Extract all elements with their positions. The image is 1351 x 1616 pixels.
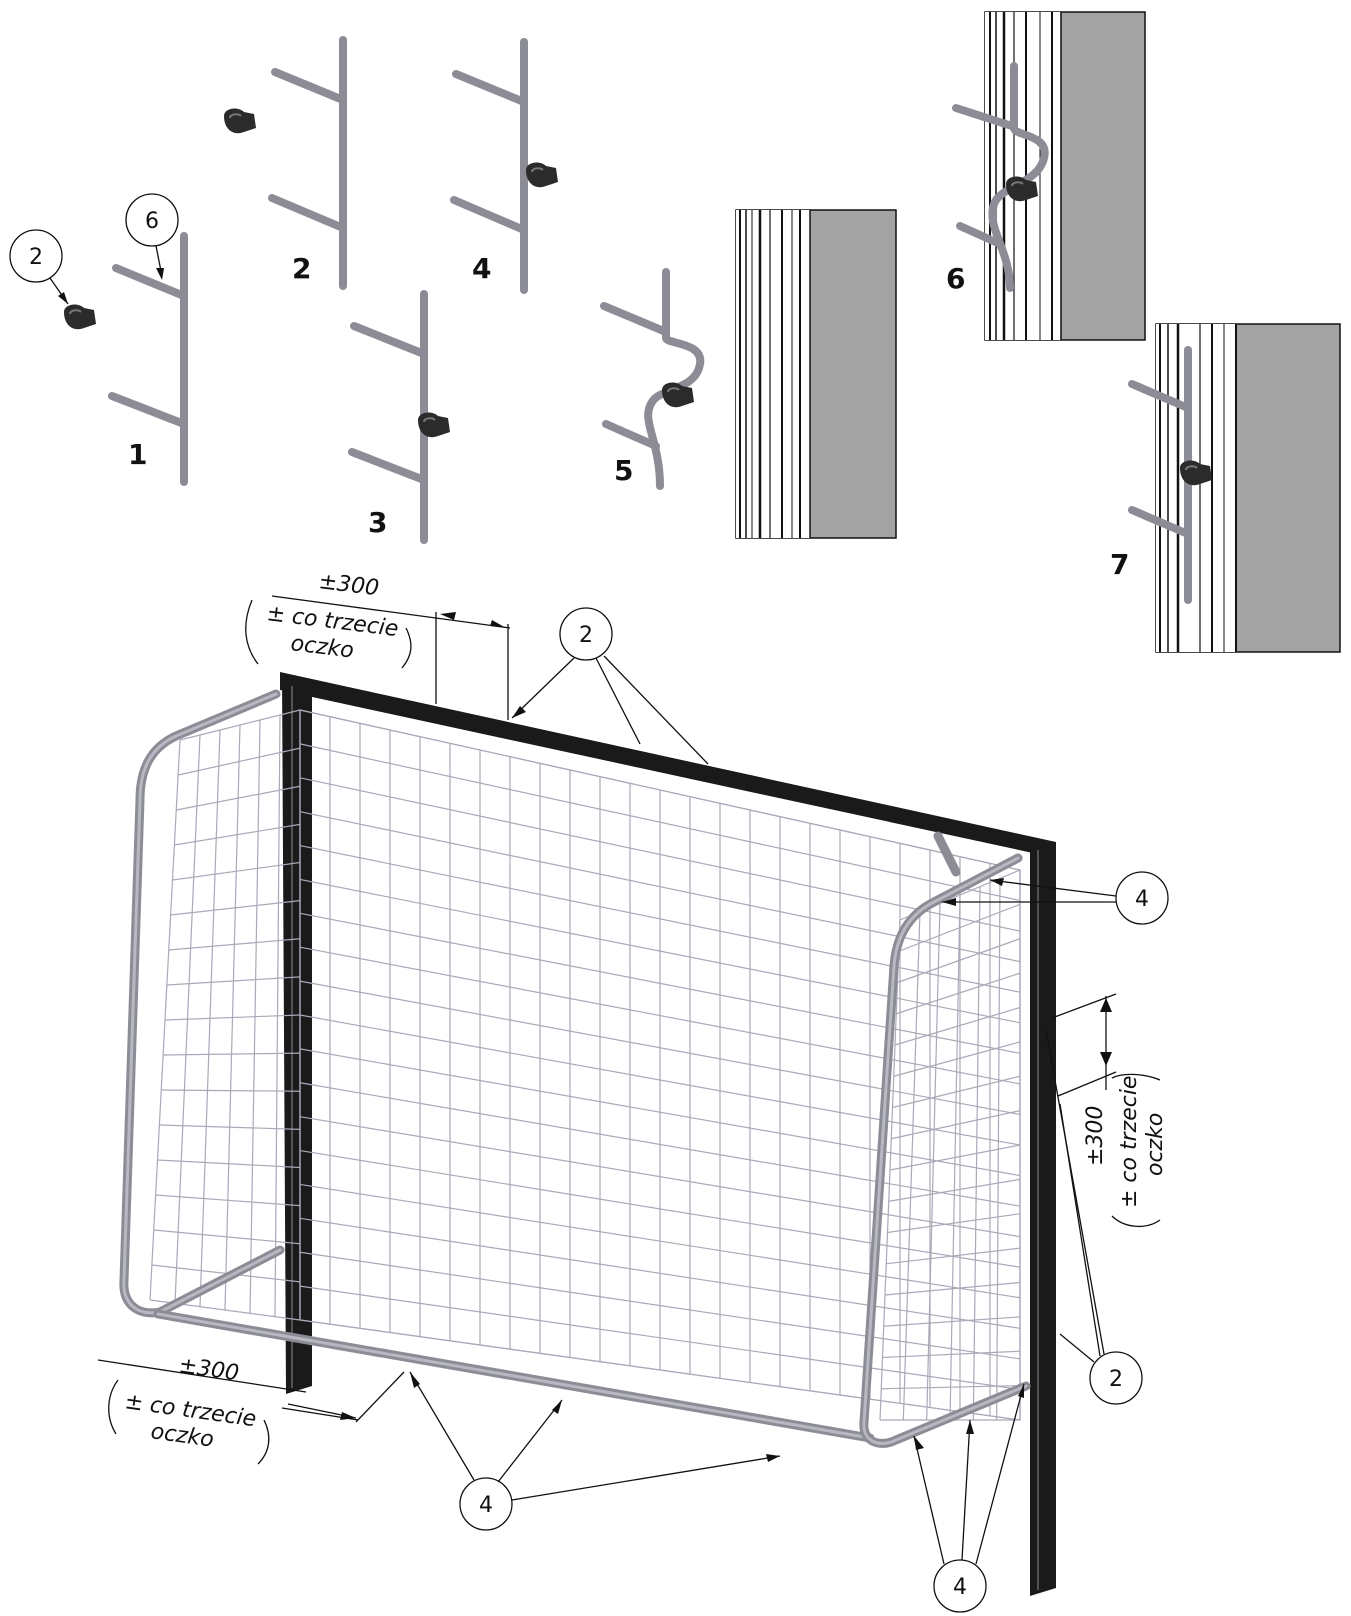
net-strand (881, 1385, 1021, 1390)
dimension-top-note2: oczko (289, 631, 355, 664)
net-strand (168, 938, 301, 951)
net-strand (161, 1089, 301, 1092)
goal-frame (119, 672, 1056, 1596)
callout-top-bar-label: 2 (579, 623, 593, 648)
step-label-5: 5 (614, 454, 633, 487)
net-strand (299, 912, 1021, 1054)
clip-icon (661, 381, 695, 409)
net-strand (882, 1350, 1021, 1359)
net-strand (883, 1316, 1021, 1327)
net-strand (299, 946, 1021, 1085)
net-strand (155, 1194, 301, 1207)
step-label-2: 2 (292, 252, 311, 285)
net-strand (896, 972, 1021, 1015)
net-strand (891, 1110, 1021, 1140)
net-strand (299, 1116, 1021, 1238)
net-strand (299, 777, 1021, 932)
clip-icon (417, 411, 451, 439)
net-strand (892, 1075, 1021, 1109)
net-strand (164, 1014, 301, 1021)
net-strand (894, 1006, 1021, 1046)
net-strand (887, 1213, 1021, 1234)
dimension-bottom-value: ±300 (177, 1353, 240, 1386)
callout-bottom-right-label: 4 (953, 1575, 967, 1600)
net-strand (172, 861, 301, 881)
callout-right-upper-label: 4 (1135, 887, 1149, 912)
dimension-bottom (97, 1359, 405, 1465)
callout-hook (125, 193, 179, 280)
net-strand (898, 903, 1021, 952)
net-strand (176, 785, 301, 811)
callout-right-lower-label: 2 (1109, 1367, 1123, 1392)
callout-right-lower (1045, 1029, 1143, 1405)
net-strand (888, 1178, 1021, 1202)
net-strand (897, 938, 1021, 984)
net-strand (884, 1281, 1021, 1296)
post-panel-step-6 (952, 11, 1146, 341)
callout-top-bar (511, 607, 709, 765)
step-label-4: 4 (472, 252, 491, 285)
net-strand (299, 1285, 1021, 1391)
callout-bottom-right (913, 1383, 1025, 1613)
dimension-top-value: ±300 (317, 569, 380, 601)
net-strand (166, 976, 301, 986)
step-label-6: 6 (946, 262, 965, 295)
dimension-right-value: ±300 (1083, 1106, 1108, 1166)
callout-clip-label: 2 (29, 245, 43, 270)
net-strand (177, 747, 301, 776)
net-strand (299, 743, 1021, 902)
net-strand (163, 1052, 301, 1056)
net-strand (889, 1144, 1021, 1171)
clip-icon (223, 107, 257, 135)
step-4-hook (450, 38, 528, 294)
net-strand (170, 900, 301, 916)
step-label-3: 3 (368, 506, 387, 539)
dimension-right (1051, 993, 1161, 1227)
step-label-7: 7 (1110, 548, 1129, 581)
net-strand (299, 1251, 1021, 1360)
dimension-right-note1: ± co trzecie (1117, 1076, 1142, 1208)
net-strand (179, 709, 301, 741)
step-1-hook (108, 232, 188, 486)
net-strand (157, 1159, 301, 1169)
net-strand (886, 1247, 1021, 1265)
clip-icon (63, 303, 97, 331)
net-strand (299, 844, 1021, 993)
net-strand (299, 1149, 1021, 1268)
callout-bottom-left-label: 4 (479, 1493, 493, 1518)
net-strand (299, 1014, 1021, 1146)
step-2-hook (268, 36, 347, 290)
post-panel-step-7 (1128, 323, 1341, 653)
clip-icon (525, 161, 559, 189)
dimension-top (245, 595, 511, 720)
net-strand (299, 1082, 1021, 1207)
post-panel-step-5 (735, 209, 897, 539)
callout-bottom-left (409, 1371, 781, 1531)
step-3-hook (348, 290, 428, 544)
callout-right-upper (942, 871, 1169, 925)
net-strand (299, 1183, 1021, 1299)
dimension-right-note2: oczko (1143, 1113, 1168, 1176)
net-strand (299, 709, 1021, 871)
callout-clip (9, 229, 69, 305)
net-strand (299, 878, 1021, 1024)
net-strand (159, 1124, 301, 1130)
net-strand (299, 980, 1021, 1116)
net-strand (153, 1229, 301, 1245)
net-strand (893, 1041, 1021, 1077)
net-strand (299, 1217, 1021, 1329)
step-label-1: 1 (128, 438, 147, 471)
callout-hook-label: 6 (145, 209, 159, 234)
net-strand (299, 1048, 1021, 1177)
net-strand (299, 1319, 1021, 1421)
net-strand (174, 823, 301, 846)
